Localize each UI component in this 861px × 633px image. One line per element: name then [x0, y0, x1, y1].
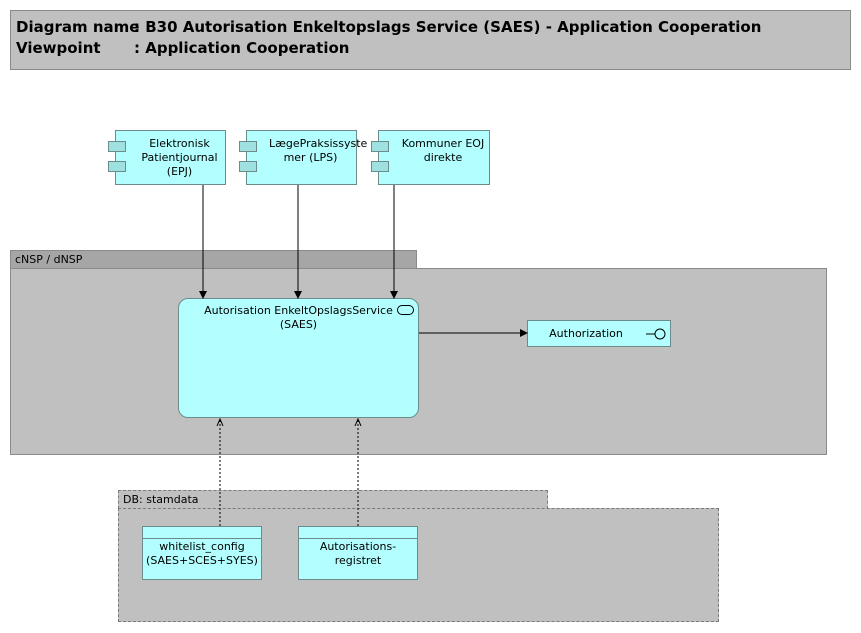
data-object-whitelist-config-label: whitelist_config (SAES+SCES+SYES) — [146, 540, 258, 567]
component-knob-icon — [371, 141, 389, 152]
diagram-name-row: Diagram name: B30 Autorisation Enkeltops… — [16, 17, 850, 38]
viewpoint-label: Viewpoint — [16, 39, 101, 57]
component-knob-icon — [239, 161, 257, 172]
service-icon — [397, 305, 414, 315]
service-saes[interactable]: Autorisation EnkeltOpslagsService (SAES) — [178, 298, 419, 418]
component-kommuner-eoj[interactable]: Kommuner EOJ direkte — [371, 130, 490, 185]
component-knob-icon — [108, 161, 126, 172]
interface-authorization-label: Authorization — [549, 327, 623, 340]
component-epj[interactable]: Elektronisk Patientjournal (EPJ) — [108, 130, 226, 185]
group-db-label: DB: stamdata — [123, 493, 199, 506]
component-kommuner-eoj-label: Kommuner EOJ direkte — [401, 137, 485, 164]
diagram-name-label: Diagram name — [16, 18, 140, 36]
diagram-header: Diagram name: B30 Autorisation Enkeltops… — [10, 10, 851, 70]
data-object-autorisationsregistret[interactable]: Autorisations-registret — [298, 526, 418, 580]
group-db-tab[interactable]: DB: stamdata — [118, 490, 548, 509]
data-object-whitelist-config[interactable]: whitelist_config (SAES+SCES+SYES) — [142, 526, 262, 580]
data-object-header-bar — [143, 538, 261, 539]
group-nsp-label: cNSP / dNSP — [15, 253, 83, 266]
service-saes-label: Autorisation EnkeltOpslagsService (SAES) — [204, 304, 393, 331]
viewpoint-row: Viewpoint : Application Cooperation — [16, 38, 850, 59]
component-lps-label: LægePraksissyste mer (LPS) — [269, 137, 368, 164]
data-object-header-bar — [299, 538, 417, 539]
component-epj-label: Elektronisk Patientjournal (EPJ) — [141, 137, 218, 178]
group-nsp-tab[interactable]: cNSP / dNSP — [10, 250, 417, 269]
interface-lollipop-icon — [646, 328, 666, 340]
component-lps[interactable]: LægePraksissyste mer (LPS) — [239, 130, 368, 185]
data-object-autorisationsregistret-label: Autorisations-registret — [319, 540, 397, 567]
component-knob-icon — [108, 141, 126, 152]
component-knob-icon — [239, 141, 257, 152]
viewpoint-value: : Application Cooperation — [134, 39, 350, 57]
interface-authorization[interactable]: Authorization — [527, 320, 671, 347]
component-knob-icon — [371, 161, 389, 172]
diagram-name-value: : B30 Autorisation Enkeltopslags Service… — [134, 18, 762, 36]
